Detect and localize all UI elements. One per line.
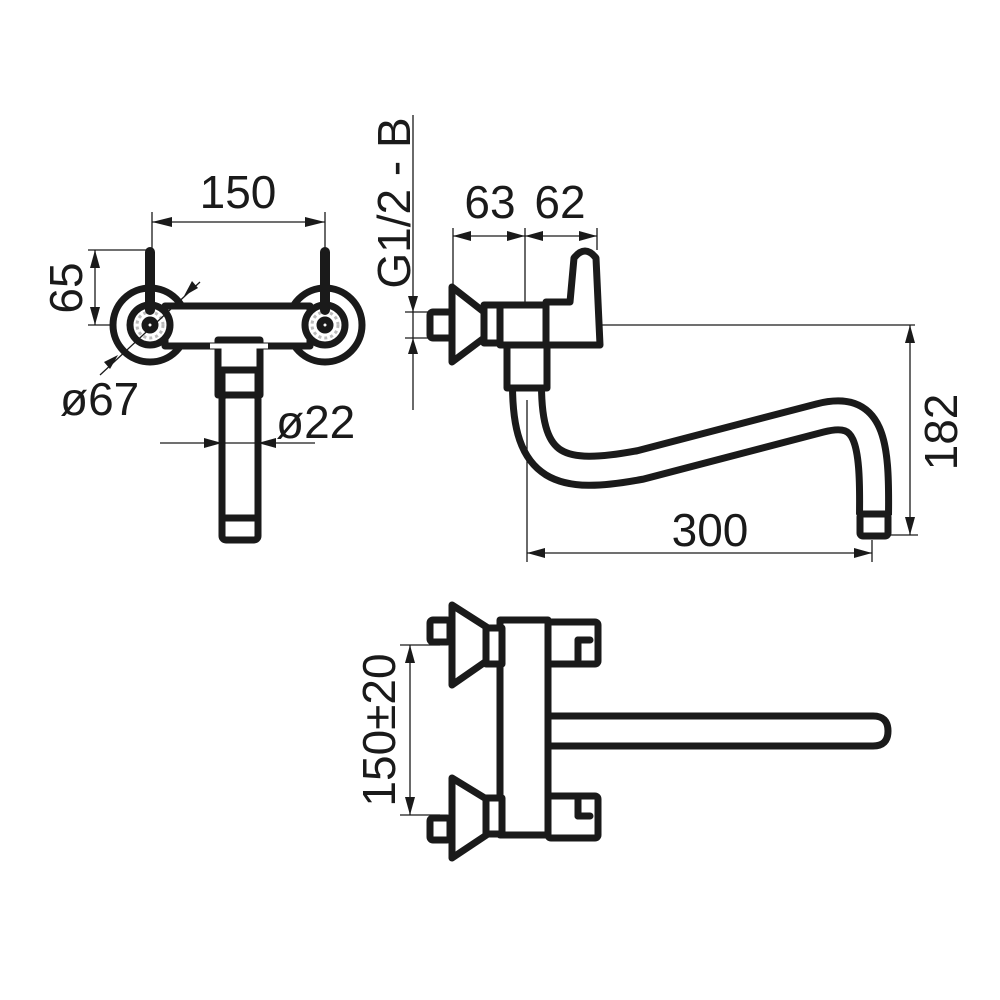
front-view: 150 65 ø67 ø22	[40, 166, 366, 544]
label-150: 150	[200, 166, 277, 218]
dimension-150	[151, 212, 326, 252]
label-65: 65	[40, 262, 92, 313]
label-67: ø67	[60, 373, 139, 425]
dimension-300	[526, 400, 873, 562]
dimension-67	[99, 281, 201, 376]
dimension-63-62	[452, 228, 598, 390]
label-62: 62	[534, 176, 585, 228]
label-thread: G1/2 - B	[368, 117, 420, 288]
faucet-top	[426, 601, 892, 862]
dimension-22	[160, 438, 315, 448]
label-182: 182	[915, 394, 967, 471]
label-22: ø22	[276, 396, 355, 448]
side-view: G1/2 - B 63 62	[368, 115, 967, 562]
label-150-20: 150±20	[353, 653, 405, 806]
dimension-182	[890, 325, 918, 536]
label-300: 300	[672, 504, 749, 556]
dimension-150-20	[400, 644, 440, 816]
label-63: 63	[464, 176, 515, 228]
faucet-side	[426, 247, 915, 540]
top-view: 150±20	[353, 601, 892, 862]
faucet-front	[109, 247, 366, 544]
